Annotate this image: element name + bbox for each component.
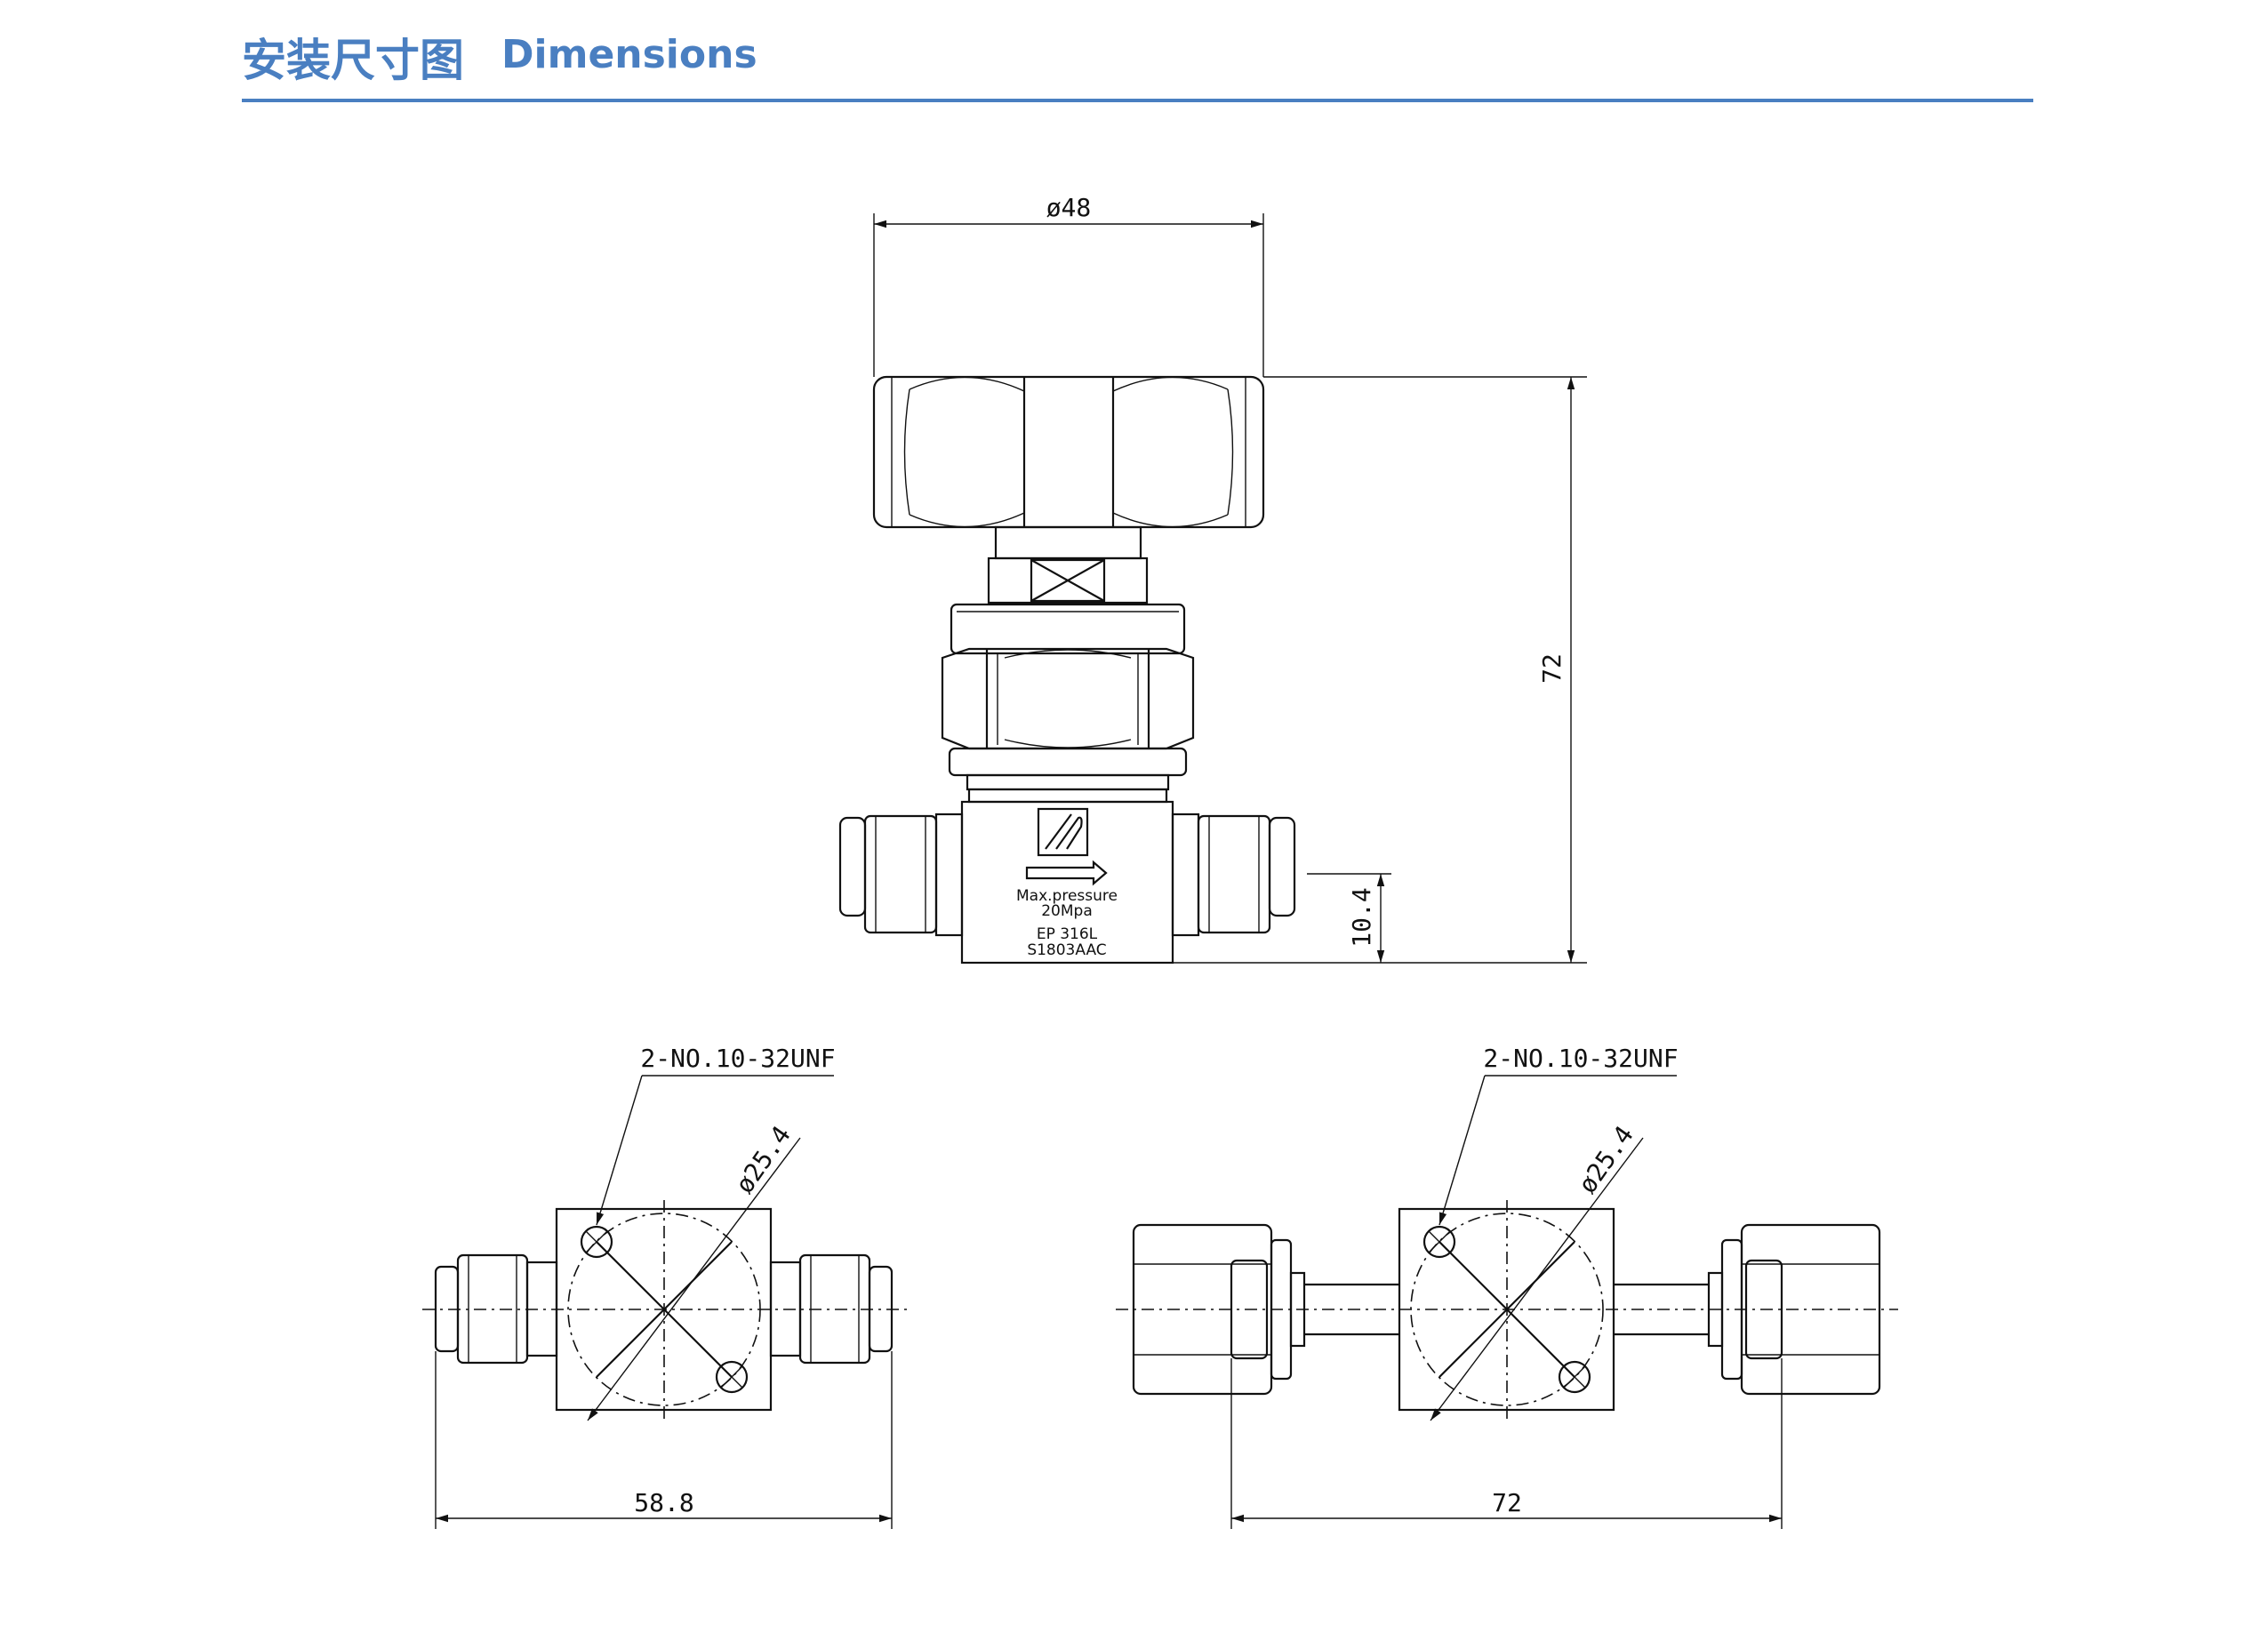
mounting-hole-icon (580, 1225, 613, 1259)
dim-label-10-4: 10.4 (1347, 887, 1376, 947)
front-view: Max.pressure 20Mpa EP 316L S1803AAC ø4 (838, 193, 1587, 965)
valve-handle (872, 375, 1265, 529)
page-title: 安装尺寸图 (242, 35, 464, 86)
bolt-circle (1410, 1213, 1604, 1406)
dim-width-right: 72 (1230, 1358, 1783, 1529)
thread-callout-right: 2-NO.10-32UNF (1439, 1044, 1679, 1226)
left-fitting (838, 812, 964, 937)
dim-label-72-height: 72 (1537, 653, 1567, 684)
mounting-hole-icon (1558, 1360, 1591, 1394)
valve-body: Max.pressure 20Mpa EP 316L S1803AAC (960, 800, 1174, 965)
dim-handle-diameter: ø48 (873, 193, 1264, 377)
right-fitting (1171, 812, 1296, 937)
thread-callout-left: 2-NO.10-32UNF (596, 1044, 836, 1226)
dim-label-72-width: 72 (1492, 1488, 1522, 1517)
dim-port-height: 10.4 (1307, 873, 1391, 963)
valve-stem (987, 525, 1149, 604)
valve-bonnet (941, 603, 1195, 804)
bottom-view-right: 2-NO.10-32UNF ø25.4 72 (1116, 1044, 1898, 1529)
dim-total-height: 72 (1173, 376, 1587, 964)
thread-label-right: 2-NO.10-32UNF (1483, 1044, 1678, 1073)
brand-logo-icon (1037, 807, 1089, 857)
page-title-en: Dimensions (501, 32, 757, 77)
thread-label-left: 2-NO.10-32UNF (640, 1044, 835, 1073)
dim-label-48: ø48 (1046, 193, 1092, 222)
mounting-hole-icon (715, 1360, 749, 1394)
header-rule (242, 99, 2033, 102)
body-text-material: EP 316L (1037, 925, 1098, 943)
circle-dim-left: ø25.4 (587, 1121, 801, 1421)
body-text-serial: S1803AAC (1027, 941, 1106, 959)
flow-direction-arrow (1025, 860, 1108, 886)
body-text-pressure-value: 20Mpa (1041, 902, 1093, 920)
circle-dim-right: ø25.4 (1430, 1121, 1644, 1421)
mounting-hole-icon (1423, 1225, 1456, 1259)
dim-width-left: 58.8 (435, 1351, 893, 1529)
bottom-view-left: 2-NO.10-32UNF ø25.4 58.8 (422, 1044, 907, 1529)
dim-label-58-8: 58.8 (634, 1488, 693, 1517)
body-text-pressure: Max.pressure (1016, 887, 1118, 905)
